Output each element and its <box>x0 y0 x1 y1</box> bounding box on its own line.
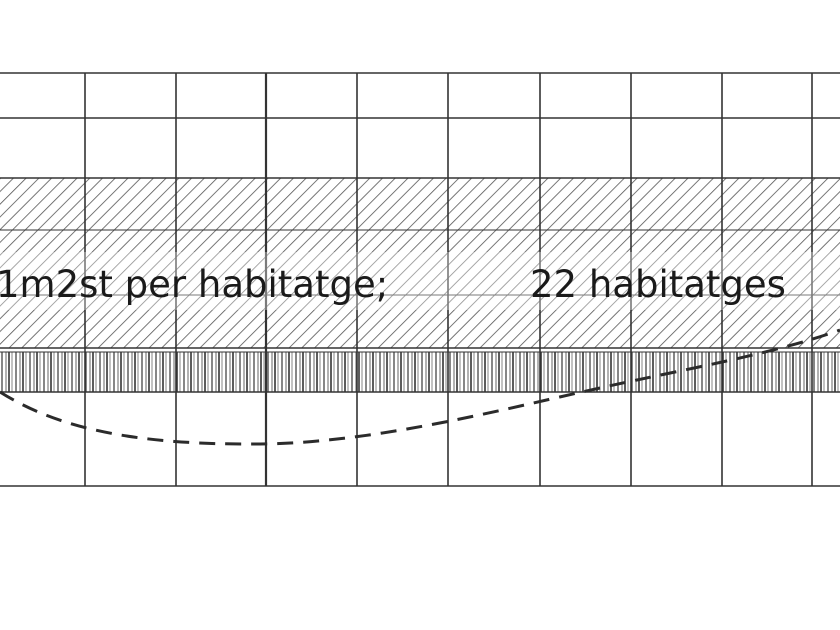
hatched-band <box>0 178 840 348</box>
area-per-dwelling-label: 1m2st per habitatge; <box>0 263 388 306</box>
grid-horizontal-lines <box>0 72 840 487</box>
dwelling-count-label: 22 habitatges <box>530 263 786 306</box>
grid-vertical-lines <box>84 73 813 486</box>
striped-band <box>0 352 840 392</box>
label-backdrop <box>0 252 840 310</box>
dashed-curve <box>0 328 840 446</box>
